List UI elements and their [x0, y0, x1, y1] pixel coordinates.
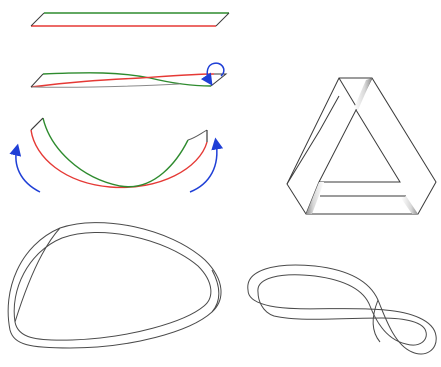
smooth-band-inner-edge: [14, 233, 211, 341]
figure-eight-crossing: [373, 300, 380, 342]
bent-strip-left-end: [31, 118, 43, 130]
figure-eight-edge-2: [258, 275, 426, 345]
flat-strip: [31, 13, 229, 26]
twist-arrow-icon: [207, 63, 224, 82]
curved-arrow-icon-left: [16, 148, 40, 192]
flat-strip-right-end: [216, 13, 229, 26]
triangular-mobius-band: [287, 78, 436, 214]
smooth-band-outer-edge: [8, 223, 221, 348]
half-twisted-strip: [31, 63, 226, 87]
figure-eight-mobius-band: [248, 265, 436, 354]
bent-strip-green-edge: [43, 118, 188, 187]
figure-eight-edge-1: [248, 265, 436, 354]
twisted-strip-right-end: [211, 74, 226, 86]
bent-strip-grey-edge: [188, 130, 207, 140]
bent-strip-with-arrows: [16, 118, 217, 192]
smooth-mobius-band: [8, 223, 221, 348]
bent-strip-red-edge: [31, 130, 207, 187]
flat-strip-left-end: [31, 13, 44, 26]
